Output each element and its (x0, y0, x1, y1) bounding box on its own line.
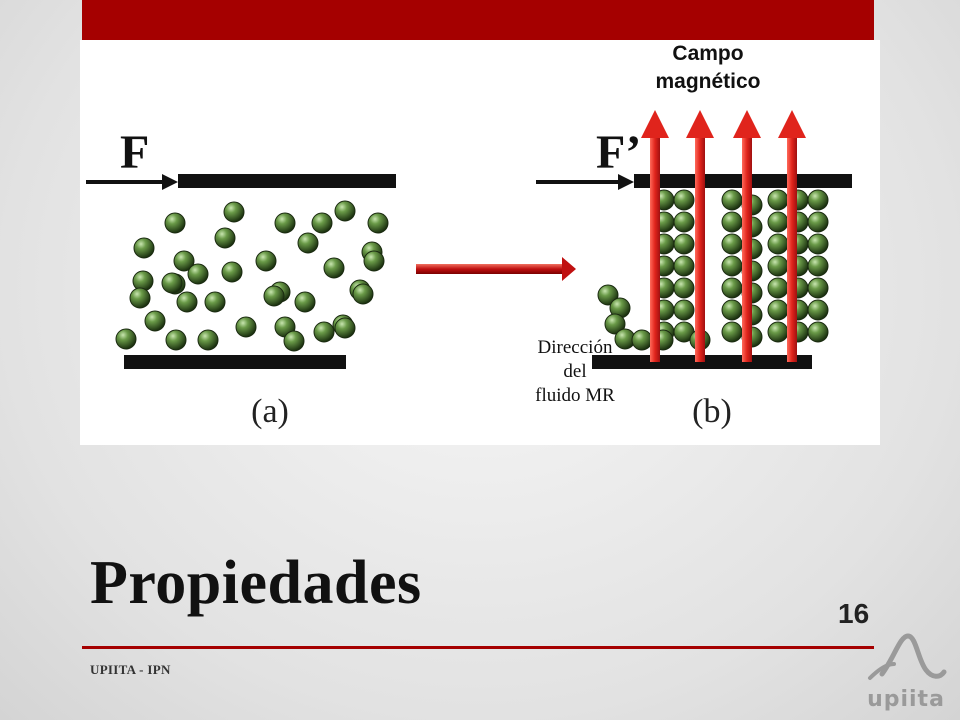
logo-swoosh (879, 633, 947, 679)
header-accent-bar (82, 0, 874, 40)
particle (807, 321, 829, 343)
particle (164, 212, 186, 234)
particle (767, 277, 789, 299)
top-plate-a (178, 174, 396, 188)
particle (263, 285, 285, 307)
field-arrow-head (686, 110, 714, 138)
particle (221, 261, 243, 283)
footer-text: UPIITA - IPN (90, 662, 171, 677)
magnetic-field-arrows (641, 110, 806, 362)
force-arrowhead-b (618, 174, 634, 190)
flow-caption-line: fluido MR (535, 385, 615, 406)
particle (161, 272, 183, 294)
particle (767, 321, 789, 343)
particle (165, 329, 187, 351)
particle (363, 250, 385, 272)
particle (807, 277, 829, 299)
flow-arrowhead (562, 257, 576, 281)
mr-fluid-diagram: F (a) Campo magnético F’ (b) (86, 42, 852, 430)
particle (721, 299, 743, 321)
particle (367, 212, 389, 234)
particle (294, 291, 316, 313)
particle (223, 201, 245, 223)
particle (767, 299, 789, 321)
bottom-plate-a (124, 355, 346, 369)
particle (807, 255, 829, 277)
flow-caption-line: Dirección (537, 337, 613, 358)
particle (313, 321, 335, 343)
panel-label-b: (b) (692, 393, 732, 430)
particle (673, 211, 695, 233)
particle (721, 321, 743, 343)
field-arrow-head (778, 110, 806, 138)
particle (721, 255, 743, 277)
particle (297, 232, 319, 254)
force-arrowhead-a (162, 174, 178, 190)
particle (721, 277, 743, 299)
upiita-logo: upiita (867, 633, 947, 712)
particle (673, 189, 695, 211)
particle (334, 317, 356, 339)
slide-title: Propiedades (90, 549, 422, 617)
particle (197, 329, 219, 351)
field-arrow-shaft (787, 136, 797, 362)
particle (323, 257, 345, 279)
particle (176, 291, 198, 313)
logo-swoosh (868, 662, 896, 680)
particle (767, 233, 789, 255)
particle (129, 287, 151, 309)
logo-text: upiita (867, 687, 945, 712)
particle (235, 316, 257, 338)
particle (721, 189, 743, 211)
particle (673, 277, 695, 299)
field-arrow-shaft (650, 136, 660, 362)
particle (173, 250, 195, 272)
particle (597, 284, 619, 306)
diagram-panel: F (a) Campo magnético F’ (b) Dirección d… (80, 40, 880, 445)
particle (673, 233, 695, 255)
particle (721, 233, 743, 255)
particle (807, 299, 829, 321)
particle (255, 250, 277, 272)
particle (274, 212, 296, 234)
particle (673, 299, 695, 321)
particle (133, 237, 155, 259)
particle (767, 255, 789, 277)
particle (721, 211, 743, 233)
particle (352, 283, 374, 305)
particle (604, 313, 626, 335)
particle (144, 310, 166, 332)
particle (214, 227, 236, 249)
particle (807, 211, 829, 233)
field-label-line2: magnético (655, 70, 760, 93)
particle (807, 233, 829, 255)
field-arrow-head (641, 110, 669, 138)
field-arrow-shaft (695, 136, 705, 362)
flow-caption-line: del (563, 361, 587, 382)
footer-divider (82, 646, 874, 649)
field-arrow-shaft (742, 136, 752, 362)
particle (115, 328, 137, 350)
field-arrow-head (733, 110, 761, 138)
particle (767, 189, 789, 211)
flow-direction-arrow (416, 264, 564, 274)
page-number: 16 (838, 598, 870, 629)
particle (807, 189, 829, 211)
particle (283, 330, 305, 352)
particles-group-a (115, 200, 389, 352)
particle (334, 200, 356, 222)
force-label-a: F (120, 126, 149, 179)
particle (767, 211, 789, 233)
flow-caption: Dirección del fluido MR (495, 336, 655, 408)
particle (204, 291, 226, 313)
panel-label-a: (a) (251, 393, 289, 430)
particle (311, 212, 333, 234)
particle (673, 255, 695, 277)
field-label-line1: Campo (672, 42, 743, 65)
particle (187, 263, 209, 285)
force-label-b: F’ (596, 126, 641, 179)
